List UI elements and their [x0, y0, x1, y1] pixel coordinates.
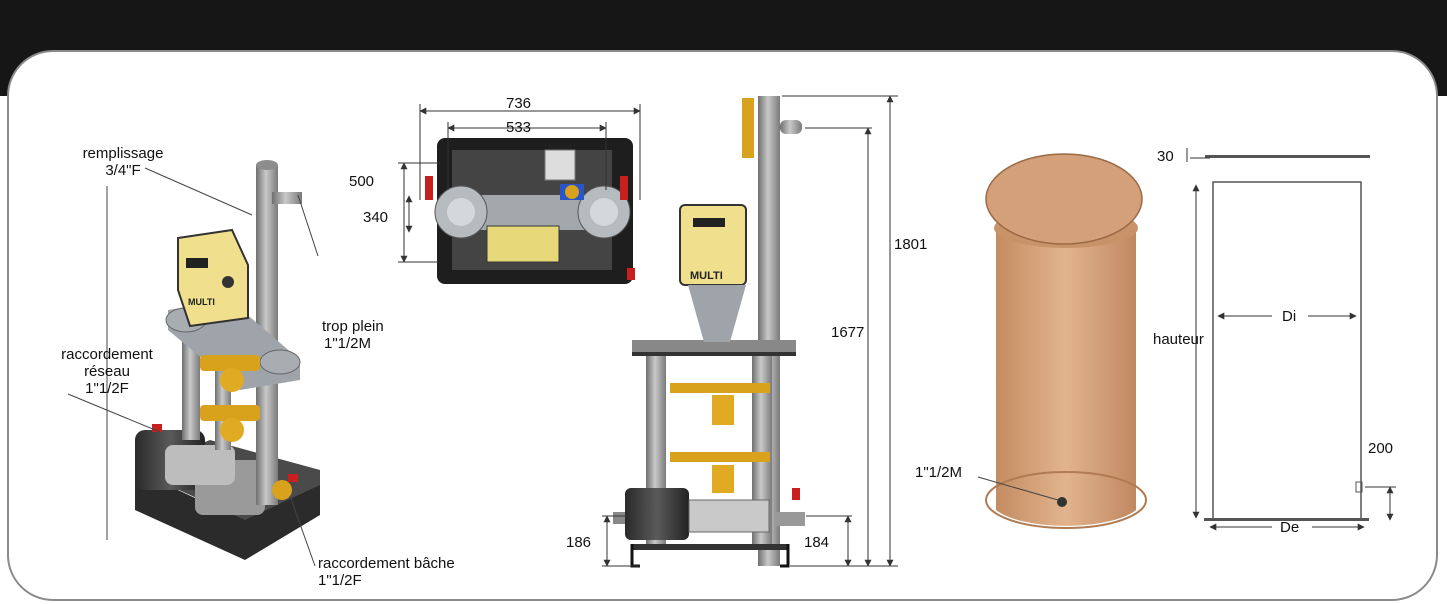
left-leaders: [67, 167, 319, 567]
tank-3d: [985, 153, 1147, 529]
tank-section-dims: [1186, 148, 1396, 531]
label-remplissage: remplissage 3/4"F: [68, 145, 178, 179]
iso-pump-unit: MULTI: [135, 160, 320, 560]
remplissage-text: remplissage: [82, 145, 164, 162]
tank-section: [1204, 155, 1370, 521]
svg-text:MULTI: MULTI: [690, 270, 723, 282]
top-view: [425, 138, 633, 284]
label-trop-plein: trop plein 1"1/2M: [322, 318, 384, 352]
dim-186: 186: [566, 534, 592, 551]
label-di: Di: [1282, 308, 1297, 325]
dim-184: 184: [804, 534, 830, 551]
label-de: De: [1280, 519, 1300, 536]
dim-500: 500: [349, 173, 375, 190]
tank-leader: [977, 476, 1059, 501]
trop-plein-text: trop plein: [322, 318, 384, 335]
front-view: MULTI: [613, 96, 805, 568]
raccordement-reseau-line2: réseau: [84, 363, 130, 380]
label-tank-outlet: 1"1/2M: [915, 464, 963, 481]
raccordement-bache-text: raccordement bâche: [318, 555, 455, 572]
svg-text:MULTI: MULTI: [188, 297, 215, 307]
dim-200: 200: [1368, 440, 1394, 457]
raccordement-bache-size: 1"1/2F: [318, 572, 362, 589]
dim-30: 30: [1157, 148, 1174, 165]
label-raccordement-bache: raccordement bâche 1"1/2F: [318, 555, 455, 589]
trop-plein-size: 1"1/2M: [324, 335, 372, 352]
dim-1801: 1801: [894, 236, 928, 253]
dim-340: 340: [363, 209, 389, 226]
remplissage-size: 3/4"F: [105, 162, 141, 179]
raccordement-reseau-size: 1"1/2F: [85, 380, 129, 397]
top-view-dims: [398, 104, 641, 263]
label-hauteur: hauteur: [1153, 331, 1204, 348]
dim-1677: 1677: [831, 324, 865, 341]
label-raccordement-reseau: raccordement réseau 1"1/2F: [46, 346, 168, 397]
dim-736: 736: [506, 95, 532, 112]
front-view-dims: [602, 95, 898, 567]
raccordement-reseau-line1: raccordement: [61, 346, 153, 363]
dim-533: 533: [506, 119, 532, 136]
